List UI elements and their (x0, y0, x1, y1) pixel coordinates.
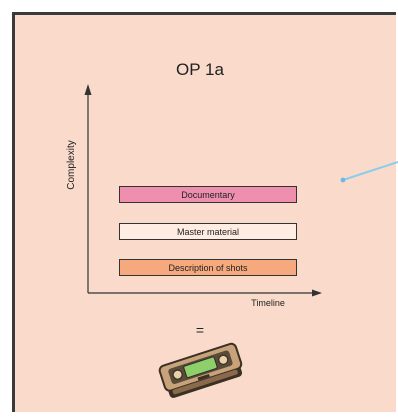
layer-master-material: Master material (119, 223, 297, 240)
x-axis-label: Timeline (251, 298, 285, 308)
equals-sign: = (195, 322, 205, 338)
connector-dot (340, 177, 346, 183)
video-cassette-device-icon (158, 342, 243, 398)
slide-title: OP 1a (176, 60, 224, 79)
x-axis-arrowhead (312, 289, 322, 297)
connector-line (342, 161, 398, 181)
layer-description-of-shots: Description of shots (119, 259, 297, 276)
y-axis-arrowhead (84, 84, 92, 95)
layer-documentary: Documentary (119, 186, 297, 203)
y-axis-label: Complexity (66, 140, 77, 190)
slide-panel (12, 12, 396, 412)
